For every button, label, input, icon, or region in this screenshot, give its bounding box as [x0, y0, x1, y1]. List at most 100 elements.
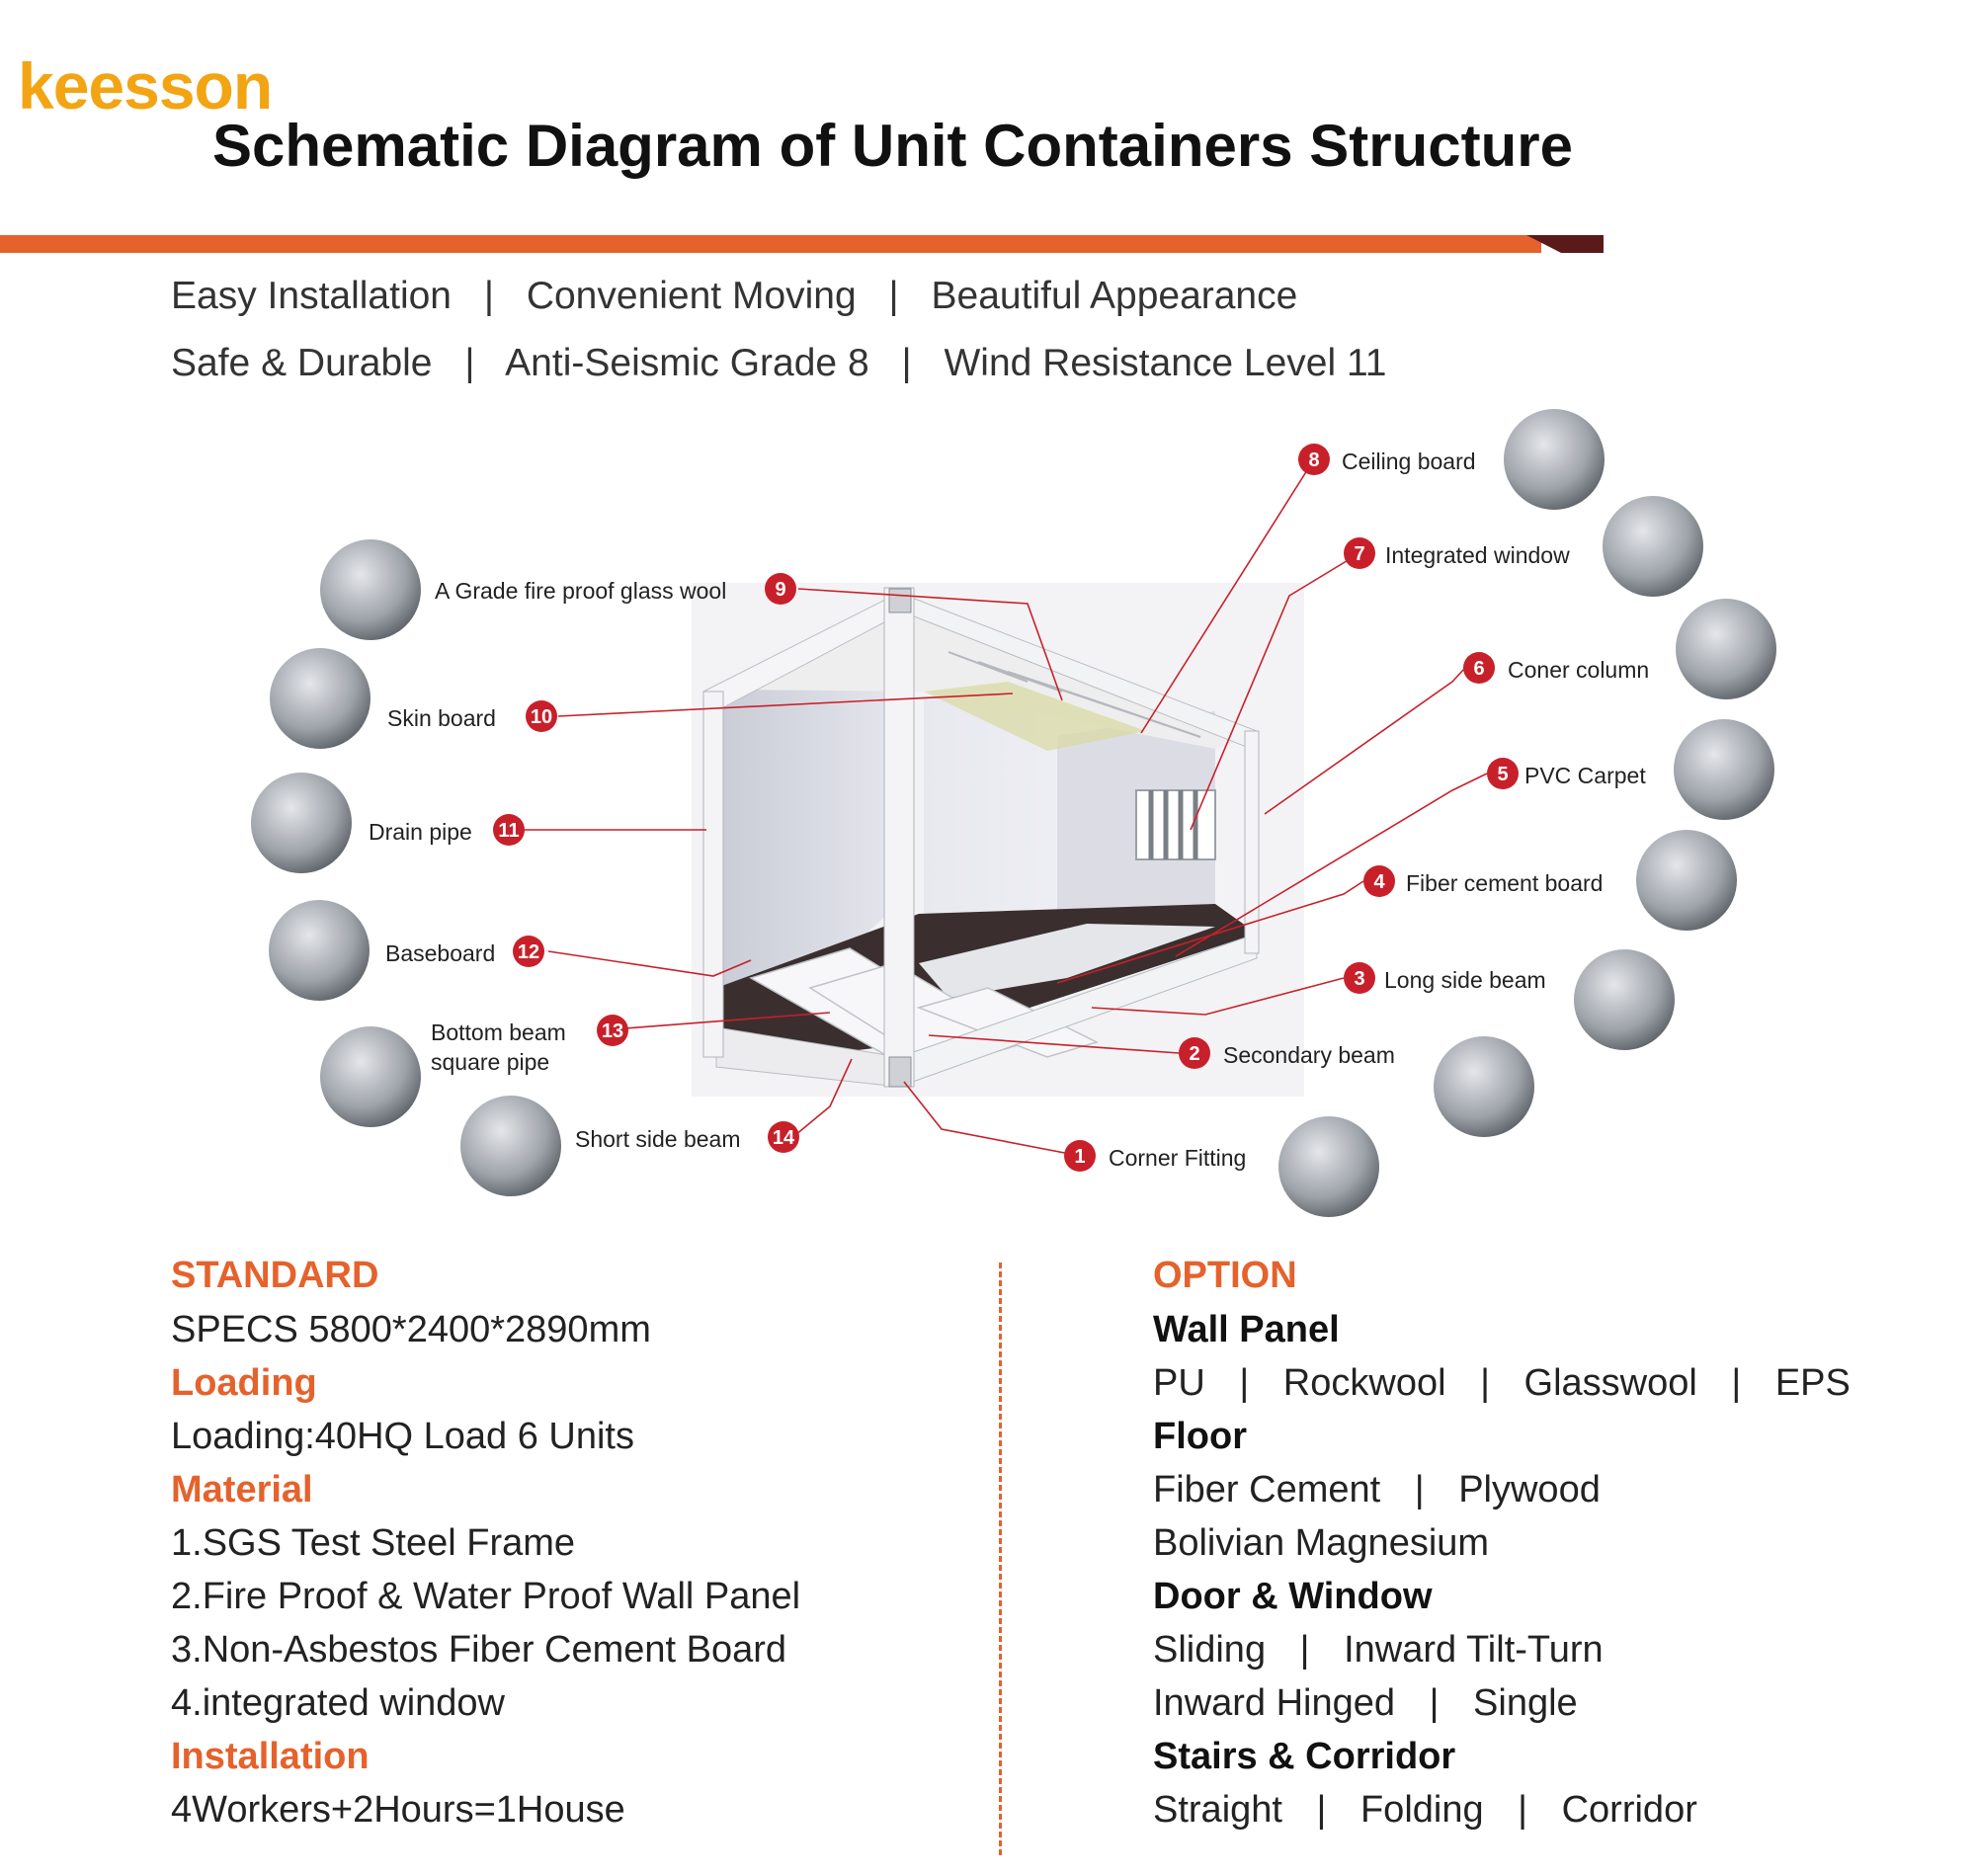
option-heading: OPTION	[1153, 1255, 1297, 1296]
installation-text: 4Workers+2Hours=1House	[171, 1789, 625, 1831]
option-separator: |	[1518, 1789, 1528, 1831]
material-item: 4.integrated window	[171, 1682, 505, 1724]
page-title: Schematic Diagram of Unit Containers Str…	[212, 113, 1573, 179]
material-heading: Material	[171, 1469, 313, 1510]
label-integrated-window: Integrated window	[1385, 542, 1570, 568]
marker-7: 7	[1344, 537, 1375, 569]
label-long-side-beam: Long side beam	[1384, 967, 1546, 993]
svg-text:5: 5	[1497, 764, 1508, 785]
option-separator: |	[1414, 1469, 1425, 1510]
feature-separator: |	[901, 342, 912, 384]
marker-14: 14	[768, 1121, 799, 1153]
svg-text:11: 11	[498, 820, 519, 842]
marker-2: 2	[1179, 1037, 1210, 1069]
marker-13: 13	[597, 1015, 628, 1046]
label-corner-column: Coner column	[1508, 657, 1649, 683]
part-markers: 1 2 3 4 5 6 7 8 9 10 11 12 13 14	[493, 444, 1519, 1172]
feature-row-2: Safe & Durable | Anti-Seismic Grade 8 | …	[171, 344, 1386, 382]
floor-heading: Floor	[1153, 1416, 1247, 1457]
svg-text:10: 10	[531, 706, 552, 728]
feature-item: Beautiful Appearance	[931, 275, 1298, 317]
part-labels: Corner Fitting Secondary beam Long side …	[369, 449, 1649, 1171]
marker-12: 12	[513, 936, 544, 967]
drain-pipe-thumbnail	[251, 773, 352, 873]
label-drain-pipe: Drain pipe	[369, 819, 472, 845]
label-short-side-beam: Short side beam	[575, 1126, 740, 1152]
label-bottom-beam-line2: square pipe	[431, 1049, 549, 1075]
feature-item: Easy Installation	[171, 275, 452, 317]
option-item: Folding	[1359, 1789, 1484, 1831]
marker-1: 1	[1064, 1140, 1096, 1172]
material-item: 3.Non-Asbestos Fiber Cement Board	[171, 1629, 787, 1671]
floor-options: Fiber Cement | Plywood	[1153, 1471, 1601, 1509]
marker-6: 6	[1463, 652, 1495, 684]
svg-text:12: 12	[518, 941, 539, 963]
marker-11: 11	[493, 814, 525, 846]
long-side-beam-thumbnail	[1574, 949, 1675, 1050]
option-item: Plywood	[1458, 1469, 1601, 1510]
fiber-cement-floor	[919, 924, 1215, 998]
label-corner-fitting: Corner Fitting	[1109, 1145, 1246, 1171]
corner-fitting	[888, 1056, 912, 1088]
glass-wool-layer	[924, 682, 1146, 751]
option-item: Straight	[1153, 1789, 1282, 1831]
svg-text:6: 6	[1473, 658, 1484, 680]
installation-heading: Installation	[171, 1736, 370, 1777]
label-skin-board: Skin board	[387, 705, 496, 731]
stairs-corridor-options: Straight | Folding | Corridor	[1153, 1791, 1697, 1829]
corner-fitting-thumbnail	[1278, 1116, 1379, 1217]
feature-separator: |	[464, 342, 475, 384]
stairs-corridor-heading: Stairs & Corridor	[1153, 1736, 1456, 1777]
door-window-heading: Door & Window	[1153, 1576, 1433, 1617]
corner-column-right	[1244, 730, 1260, 954]
wall-panel-heading: Wall Panel	[1153, 1309, 1340, 1350]
option-item: Glasswool	[1523, 1362, 1697, 1404]
feature-item: Safe & Durable	[171, 342, 433, 384]
corner-fitting-top	[888, 588, 912, 613]
secondary-beam-thumbnail	[1434, 1036, 1534, 1137]
material-item: 2.Fire Proof & Water Proof Wall Panel	[171, 1576, 801, 1617]
option-item: Rockwool	[1282, 1362, 1446, 1404]
label-baseboard: Baseboard	[385, 940, 495, 966]
option-item: Fiber Cement	[1153, 1469, 1381, 1510]
fiber-cement-board-thumbnail	[1636, 830, 1737, 931]
svg-text:1: 1	[1074, 1146, 1085, 1168]
skin-board-thumbnail	[270, 648, 370, 749]
door-window-options-2: Inward Hinged | Single	[1153, 1684, 1578, 1722]
option-item: PU	[1153, 1362, 1205, 1404]
header-band	[0, 235, 1541, 253]
loading-heading: Loading	[171, 1362, 317, 1404]
marker-3: 3	[1344, 962, 1375, 994]
option-separator: |	[1480, 1362, 1490, 1404]
label-secondary-beam: Secondary beam	[1223, 1042, 1395, 1068]
specs-text: SPECS 5800*2400*2890mm	[171, 1309, 651, 1350]
brand-logo: keesson	[18, 49, 273, 122]
integrated-window-thumbnail	[1603, 496, 1703, 597]
svg-text:4: 4	[1373, 871, 1385, 893]
feature-separator: |	[888, 275, 899, 317]
corner-column-left	[702, 691, 724, 1058]
option-separator: |	[1731, 1362, 1742, 1404]
option-separator: |	[1316, 1789, 1327, 1831]
label-glass-wool: A Grade fire proof glass wool	[435, 578, 726, 604]
svg-text:3: 3	[1354, 968, 1364, 990]
pvc-carpet-thumbnail	[1674, 719, 1774, 820]
feature-item: Wind Resistance Level 11	[944, 342, 1387, 384]
marker-8: 8	[1298, 444, 1330, 475]
label-bottom-beam: Bottom beam	[431, 1020, 566, 1045]
feature-row-1: Easy Installation | Convenient Moving | …	[171, 277, 1297, 315]
svg-text:8: 8	[1308, 449, 1319, 471]
option-separator: |	[1429, 1682, 1440, 1724]
integrated-window	[1135, 789, 1216, 860]
option-item: EPS	[1774, 1362, 1851, 1404]
marker-4: 4	[1363, 865, 1395, 897]
glass-wool-thumbnail	[320, 539, 421, 640]
ceiling-board-thumbnail	[1504, 409, 1605, 510]
material-item: 1.SGS Test Steel Frame	[171, 1522, 576, 1564]
column-divider	[999, 1263, 1002, 1855]
svg-text:14: 14	[773, 1127, 795, 1149]
left-wall	[716, 650, 907, 1067]
floor-option-extra: Bolivian Magnesium	[1153, 1522, 1490, 1564]
svg-text:9: 9	[775, 579, 785, 601]
feature-separator: |	[483, 275, 494, 317]
